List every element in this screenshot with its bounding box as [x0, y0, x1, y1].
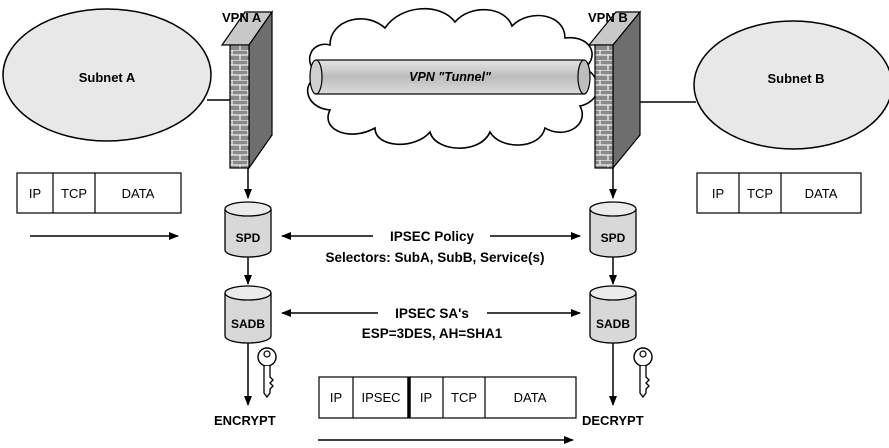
packet-inner-ip: IP: [420, 390, 432, 405]
packet-data: DATA: [514, 390, 547, 405]
subnet-b-label: Subnet B: [767, 71, 824, 86]
subnet-b: Subnet B: [693, 20, 889, 150]
sa-params: ESP=3DES, AH=SHA1: [362, 326, 503, 341]
sadb-b-cylinder: SADB: [589, 285, 637, 344]
packet-ip: IP: [29, 186, 41, 201]
sadb-a-label: SADB: [231, 317, 265, 331]
decrypt-label: DECRYPT: [582, 413, 644, 428]
spd-b-cylinder: SPD: [589, 201, 637, 258]
spd-a-label: SPD: [236, 231, 261, 245]
packet-ip: IP: [712, 186, 724, 201]
encrypt-label: ENCRYPT: [214, 413, 276, 428]
sadb-b-label: SADB: [596, 317, 630, 331]
packet-tcp: TCP: [61, 186, 87, 201]
vpn-a-label: VPN A: [222, 10, 262, 25]
packet-plain-a: IP TCP DATA: [16, 172, 182, 214]
subnet-a: Subnet A: [2, 8, 212, 142]
packet-data: DATA: [122, 186, 155, 201]
packet-outer-ip: IP: [330, 390, 342, 405]
packet-tcp: TCP: [451, 390, 477, 405]
policy-title: IPSEC Policy: [390, 229, 475, 244]
vpn-tunnel: VPN "Tunnel": [309, 59, 591, 95]
subnet-a-label: Subnet A: [79, 70, 136, 85]
sa-title: IPSEC SA's: [395, 306, 469, 321]
spd-b-label: SPD: [601, 231, 626, 245]
spd-a-cylinder: SPD: [224, 201, 272, 258]
policy-selectors: Selectors: SubA, SubB, Service(s): [325, 250, 544, 265]
firewall-a: VPN A: [220, 10, 274, 170]
packet-ipsec-header: IPSEC: [361, 390, 400, 405]
key-icon: [257, 347, 277, 399]
vpn-b-label: VPN B: [588, 10, 628, 25]
packet-plain-b: IP TCP DATA: [696, 172, 862, 214]
sadb-a-cylinder: SADB: [224, 285, 272, 344]
firewall-b: VPN B: [587, 10, 642, 170]
packet-tcp: TCP: [747, 186, 773, 201]
key-icon: [633, 347, 653, 399]
tunnel-label: VPN "Tunnel": [409, 70, 492, 84]
packet-encrypted: IP IPSEC IP TCP DATA: [318, 376, 577, 419]
packet-data: DATA: [805, 186, 838, 201]
